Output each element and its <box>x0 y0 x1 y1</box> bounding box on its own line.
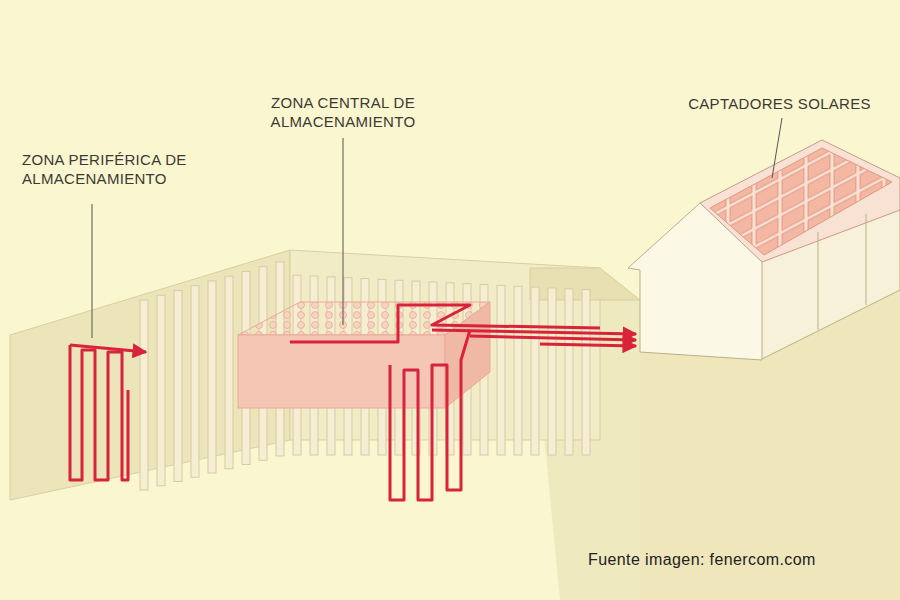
probe <box>157 295 165 486</box>
solar-collectors <box>710 148 892 255</box>
probe <box>531 287 539 455</box>
house-step <box>866 214 867 305</box>
leader-lines <box>92 118 782 338</box>
storage-side <box>445 302 490 408</box>
callout-label: CAPTADORES SOLARES <box>672 94 887 113</box>
source-note: Fuente imagen: fenercom.com <box>588 550 878 569</box>
probe <box>514 286 522 455</box>
probe <box>140 300 148 490</box>
probe <box>174 290 182 481</box>
callout-label: ZONA CENTRAL DE ALMACENAMIENTO <box>258 93 428 131</box>
probe <box>191 286 199 478</box>
house-step <box>818 232 819 330</box>
probe <box>497 285 505 455</box>
probe <box>565 289 573 455</box>
pipes <box>70 305 636 500</box>
callout-label: ZONA PERIFÉRICA DE ALMACENAMIENTO <box>22 150 197 188</box>
probe <box>582 290 590 455</box>
probe <box>208 281 216 473</box>
roof <box>700 140 900 262</box>
probe <box>225 276 233 469</box>
probe <box>548 288 556 455</box>
